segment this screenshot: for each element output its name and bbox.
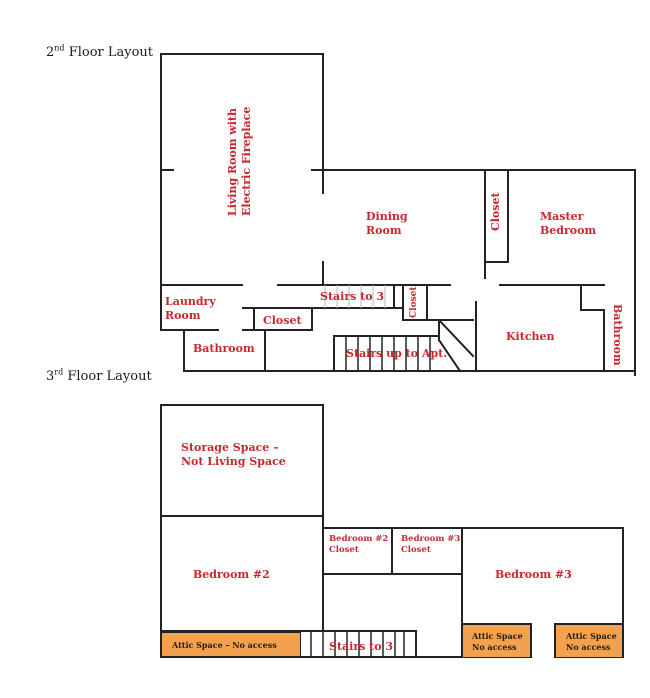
room-bedroom-2: Bedroom #2 [193, 568, 270, 581]
attic-right-line2: No access [566, 642, 611, 652]
attic-mid-line1: Attic Space [472, 631, 523, 641]
room-master-bedroom: Master Bedroom [540, 210, 596, 238]
attic-mid-label: Attic Space No access [472, 631, 523, 653]
floor-3-suffix: rd [54, 367, 64, 377]
master-line1: Master [540, 210, 584, 223]
room-bedroom-2-closet: Bedroom #2 Closet [329, 534, 388, 556]
b2-closet-line2: Closet [329, 545, 359, 555]
living-room-line2: Electric Fireplace [240, 106, 253, 216]
dining-line2: Room [366, 224, 402, 237]
floor-2-suffix: nd [54, 43, 65, 53]
laundry-line1: Laundry [165, 295, 216, 308]
room-hall-closet: Closet [263, 314, 302, 327]
room-living-room: Living Room with Electric Fireplace [226, 107, 254, 216]
b2-closet-line1: Bedroom #2 [329, 534, 389, 544]
stair-treads [324, 285, 386, 308]
stairs-up-to-apt: Stairs up to Apt. [346, 347, 448, 360]
storage-line2: Not Living Space [181, 455, 286, 468]
attic-right-line1: Attic Space [566, 631, 617, 641]
dining-line1: Dining [366, 210, 408, 223]
floor-2-number: 2 [46, 45, 55, 60]
attic-left-label: Attic Space – No access [172, 640, 277, 650]
room-master-closet: Closet [489, 192, 502, 231]
living-room-line1: Living Room with [226, 107, 239, 216]
floor-2-title-text: Floor Layout [64, 45, 154, 60]
stairs-to-3-floor2: Stairs to 3 [320, 290, 385, 303]
stairs-to-3-floor3: Stairs to 3 [329, 640, 394, 653]
room-bedroom-3-closet: Bedroom #3 Closet [401, 534, 460, 556]
attic-right-label: Attic Space No access [566, 631, 617, 653]
floor-3-number: 3 [46, 369, 55, 384]
attic-mid-line2: No access [472, 642, 517, 652]
room-laundry: Laundry Room [165, 295, 216, 323]
room-bathroom-left: Bathroom [193, 342, 255, 355]
room-kitchen: Kitchen [506, 330, 555, 343]
master-line2: Bedroom [540, 224, 597, 237]
laundry-line2: Room [165, 309, 201, 322]
floor-3-title-text: Floor Layout [63, 369, 152, 384]
storage-line1: Storage Space – [181, 441, 279, 454]
floor-3-title: 3rd Floor Layout [46, 367, 152, 384]
room-stairs-closet: Closet [409, 286, 419, 318]
floor-2-title: 2nd Floor Layout [46, 43, 154, 60]
room-bedroom-3: Bedroom #3 [495, 568, 572, 581]
room-storage: Storage Space – Not Living Space [181, 441, 286, 469]
room-dining-room: Dining Room [366, 210, 408, 238]
b3-closet-line2: Closet [401, 545, 431, 555]
room-bathroom-right: Bathroom [611, 304, 624, 366]
b3-closet-line1: Bedroom #3 [401, 534, 461, 544]
